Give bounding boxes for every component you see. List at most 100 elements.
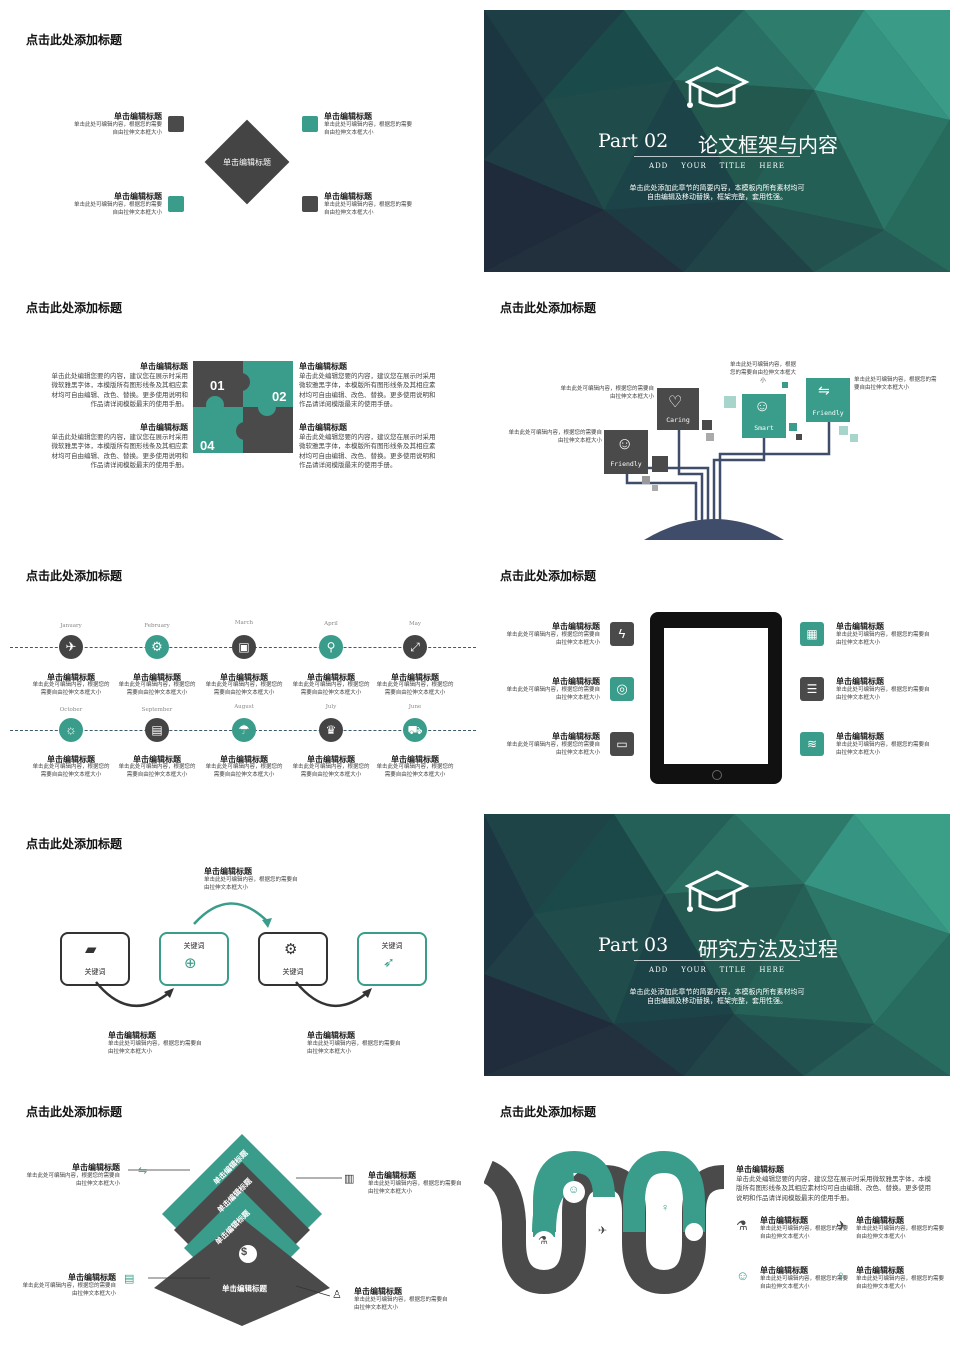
tree-label: Smart [754, 424, 774, 432]
process-arrows [95, 902, 372, 1008]
item-desc: 单击此处可编辑内容，根据您的需要自由拉伸文本框大小 [324, 122, 413, 136]
item-title: 单击编辑标题 [114, 192, 162, 201]
item-title: 单击编辑标题 [204, 867, 252, 876]
month-label: February [144, 623, 170, 629]
tree-base [644, 519, 784, 540]
pixel-square [724, 396, 736, 408]
winding-path-diagram [484, 1150, 725, 1295]
item-title: 单击编辑标题 [47, 755, 95, 764]
item-title: 单击编辑标题 [72, 1163, 120, 1172]
square-top-left [168, 116, 184, 132]
slide-7-process: 点击此处添加标题 ▰ 关键词 关键词 ⊕ ⚙ 关键词 关键词 ➶ 单击编辑标题 … [10, 814, 476, 1076]
item-desc: 单击此处可编辑内容，根据您的需要自由拉伸文本框大小 [760, 1276, 849, 1290]
lightbulb-icon: ♀ [836, 1268, 846, 1283]
slide-title: 点击此处添加标题 [500, 569, 597, 583]
people-icon: ♙ [332, 1289, 342, 1301]
puzzle-number: 01 [210, 378, 225, 393]
item-desc: 单击此处可编辑内容，根据您的需要自由拉伸文本框大小 [508, 430, 602, 444]
satellite-icon: ✈ [836, 1218, 847, 1233]
item-desc: 单击此处编辑您要的内容，建议您在展示时采用微软雅黑字体，本模版所有图形线条及其相… [51, 373, 189, 409]
graduation-cap-icon [684, 870, 750, 912]
keyword-label: 关键词 [381, 943, 403, 950]
month-label: July [325, 704, 337, 710]
puzzle-number: 04 [200, 438, 215, 453]
slide-6-tablet: 点击此处添加标题 ϟ ◎ ▭ ▦ ☰ ≋ 单击编辑标题 单击此处可编辑内容，根据… [484, 546, 950, 808]
item-desc: 单击此处可编辑内容，根据您的需要自由拉伸文本框大小 [506, 632, 600, 646]
item-desc: 单击此处编辑您要的内容，建议您在展示时采用微软雅黑字体，本模版所有图形线条及其相… [51, 434, 189, 470]
satellite-icon: ✈ [598, 1225, 608, 1237]
head-icon: ☺ [754, 398, 771, 415]
divider [634, 960, 800, 961]
globe-search-icon: ⊕ [184, 955, 197, 972]
divider [634, 156, 800, 157]
item-desc: 单击此处编辑您要的内容，建议您在展示时采用微软雅黑字体，本模版所有图形线条及其相… [299, 434, 436, 470]
part-desc: 单击此处添加此章节的简要内容，本模板内所有素材均可自由编辑及移动替换，框架完整，… [629, 989, 805, 1006]
month-label: June [408, 704, 422, 710]
item-title: 单击编辑标题 [307, 755, 355, 764]
pixel-square [652, 485, 658, 491]
item-title: 单击编辑标题 [68, 1273, 116, 1282]
slide-4-tree: 点击此处添加标题 ♡ ☺ ⇋ ☺ Caring Smart Friendly F… [484, 278, 950, 540]
item-desc: 单击此处可编辑内容，根据您的需要自由拉伸文本框大小 [307, 1041, 401, 1055]
item-title: 单击编辑标题 [856, 1216, 904, 1225]
item-desc: 单击此处可编辑内容，根据您的需要自由拉伸文本框大小 [836, 632, 930, 646]
item-desc: 单击此处可编辑内容，根据您的需要自由拉伸文本框大小 [368, 1181, 462, 1195]
safe-icon: ▣ [232, 635, 256, 659]
smile-icon: ☺ [616, 434, 634, 453]
slide-2-part02: Part 02 论文框架与内容 ADD YOUR TITLE HERE 单击此处… [484, 10, 950, 272]
puzzle-number: 03 [260, 451, 275, 466]
sun-icon: ☼ [59, 718, 83, 742]
month-label: August [234, 704, 254, 710]
item-title: 单击编辑标题 [552, 622, 600, 631]
keyword-label: 关键词 [282, 969, 304, 976]
item-desc: 单击此处可编辑内容，根据您的需要自由拉伸文本框大小 [108, 1041, 202, 1055]
item-title: 单击编辑标题 [552, 677, 600, 686]
item-desc: 单击此处可编辑内容，根据您的需要自由拉伸文本框大小 [22, 1283, 116, 1297]
center-diamond-label: 单击编辑标题 [223, 158, 271, 167]
wifi-icon: ≋ [800, 732, 824, 756]
square-top-right [302, 116, 318, 132]
item-title: 单击编辑标题 [324, 192, 372, 201]
item-desc: 单击此处可编辑内容，根据您的需要自由拉伸文本框大小 [856, 1226, 945, 1240]
item-desc: 单击此处可编辑内容，根据您的需要自由拉伸文本框大小 [354, 1297, 448, 1311]
polygon-background [484, 10, 950, 272]
tree-diagram [625, 418, 831, 540]
head-icon: ☺ [736, 1268, 750, 1283]
slide-title: 点击此处添加标题 [26, 837, 123, 851]
item-desc: 单击此处可编辑内容，根据您的需要自由拉伸文本框大小 [376, 682, 454, 696]
item-desc: 单击此处可编辑内容，根据您的需要自由拉伸文本框大小 [854, 377, 937, 391]
item-title: 单击编辑标题 [299, 423, 347, 432]
item-title: 单击编辑标题 [299, 362, 347, 371]
trophy-icon: ♛ [319, 718, 343, 742]
item-title: 单击编辑标题 [760, 1266, 808, 1275]
month-label: April [324, 621, 338, 627]
process-box-2 [159, 932, 229, 986]
battery-icon: ▭ [610, 732, 634, 756]
slide-title: 点击此处添加标题 [26, 33, 123, 47]
item-title: 单击编辑标题 [760, 1216, 808, 1225]
item-title: 单击编辑标题 [114, 112, 162, 121]
item-title: 单击编辑标题 [836, 732, 884, 741]
pixel-square [796, 434, 802, 440]
umbrella-icon: ☂ [232, 718, 256, 742]
gear-icon: ⚙ [145, 635, 169, 659]
item-desc: 单击此处可编辑内容，根据您的需要自由拉伸文本框大小 [324, 202, 413, 216]
tree-label: Caring [666, 416, 690, 424]
slide-title: 点击此处添加标题 [500, 301, 597, 315]
puzzle-piece-04 [193, 407, 243, 453]
process-box-4 [357, 932, 427, 986]
slide-5-timeline: 点击此处添加标题 January February March April Ma… [10, 546, 476, 808]
item-desc: 单击此处可编辑内容，根据您的需要自由拉伸文本框大小 [73, 122, 162, 136]
item-title: 单击编辑标题 [220, 755, 268, 764]
puzzle-knob [236, 422, 254, 440]
pixel-square [652, 456, 668, 472]
search-icon: ⚲ [319, 635, 343, 659]
item-desc: 单击此处可编辑内容，根据您的需要自由拉伸文本框大小 [376, 764, 454, 778]
building-icon: ▥ [344, 1173, 355, 1185]
graduation-cap-icon [684, 66, 750, 108]
pixel-square [789, 423, 797, 431]
lifebuoy-icon: ◎ [610, 677, 634, 701]
item-title: 单击编辑标题 [307, 1031, 355, 1040]
month-label: October [59, 707, 83, 713]
process-box-3 [258, 932, 328, 986]
